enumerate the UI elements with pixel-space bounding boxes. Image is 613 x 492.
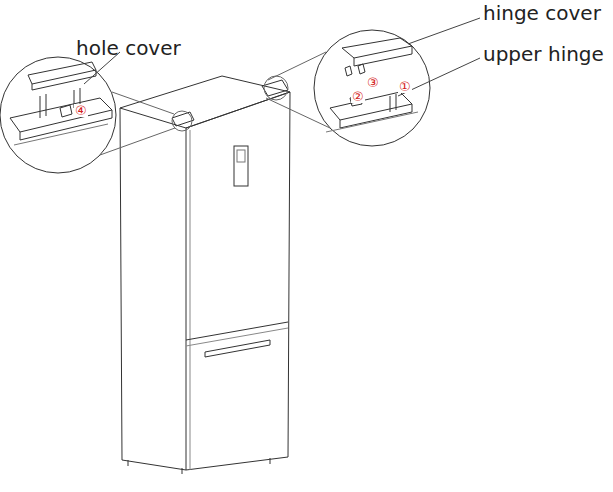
callout-number: ④ [74, 104, 88, 117]
callout-number: ② [351, 90, 365, 103]
part-label: hole cover [76, 38, 181, 58]
part-label: upper hinge [483, 44, 604, 64]
callout-number: ① [398, 80, 412, 93]
callout-number: ③ [366, 76, 380, 89]
part-label: hinge cover [483, 3, 601, 23]
